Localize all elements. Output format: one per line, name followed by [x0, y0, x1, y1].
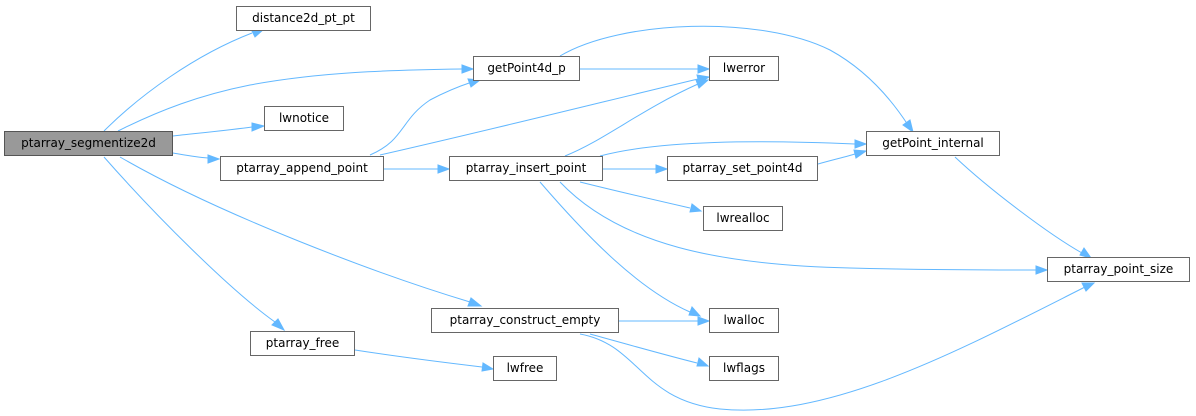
- edge-segmentize2d-append-point: [172, 152, 209, 159]
- edge-arrow: [271, 318, 286, 332]
- edge-arrow: [697, 64, 711, 74]
- node-ptarray-append-point[interactable]: ptarray_append_point: [220, 156, 384, 181]
- node-lwrealloc[interactable]: lwrealloc: [703, 206, 783, 231]
- edge-arrow: [902, 119, 914, 134]
- edge-insert-point-lwalloc: [539, 181, 691, 313]
- edge-arrow: [467, 297, 483, 307]
- edge-arrow: [1035, 265, 1049, 275]
- edge-insert-point-lwrealloc: [579, 181, 691, 209]
- edge-arrow: [461, 64, 475, 74]
- edge-construct-empty-lwflags: [589, 333, 698, 364]
- edge-arrow: [207, 154, 221, 164]
- node-distance2d-pt-pt[interactable]: distance2d_pt_pt: [236, 6, 371, 31]
- node-getpoint4d-p[interactable]: getPoint4d_p: [473, 56, 580, 81]
- node-lwnotice[interactable]: lwnotice: [264, 106, 344, 131]
- edge-insert-point-lwerror: [564, 83, 699, 157]
- edge-segmentize2d-free: [103, 156, 276, 323]
- edge-arrow: [695, 79, 710, 89]
- edge-arrow: [251, 122, 266, 132]
- edge-getpoint-internal-point-size: [954, 156, 1083, 254]
- node-ptarray-point-size[interactable]: ptarray_point_size: [1047, 257, 1190, 282]
- node-ptarray-set-point4d[interactable]: ptarray_set_point4d: [667, 156, 818, 181]
- edge-segmentize2d-getpoint4d: [117, 68, 463, 132]
- node-lwfree[interactable]: lwfree: [493, 356, 557, 381]
- edge-arrow: [688, 306, 702, 317]
- edge-append-point-getpoint4d: [369, 81, 473, 156]
- node-lwerror[interactable]: lwerror: [709, 56, 779, 81]
- node-lwalloc[interactable]: lwalloc: [709, 308, 779, 333]
- edge-arrow: [853, 149, 868, 159]
- edge-construct-empty-point-size: [579, 286, 1086, 411]
- edge-free-lwfree: [354, 349, 483, 368]
- edge-arrow: [689, 203, 703, 213]
- edge-arrow: [437, 164, 451, 174]
- node-getpoint-internal[interactable]: getPoint_internal: [866, 131, 1000, 156]
- edge-arrow: [854, 139, 868, 149]
- edge-arrow: [1081, 282, 1096, 292]
- node-lwflags[interactable]: lwflags: [709, 356, 779, 381]
- edge-insert-point-point-size: [559, 181, 1037, 271]
- node-ptarray-insert-point[interactable]: ptarray_insert_point: [449, 156, 603, 181]
- node-ptarray-free[interactable]: ptarray_free: [250, 331, 355, 356]
- edge-segmentize2d-lwnotice: [172, 126, 253, 137]
- edge-set-point4d-getpoint-internal: [817, 153, 856, 165]
- edge-arrow: [481, 362, 495, 372]
- edge-getpoint4d-getpoint-internal: [559, 25, 909, 126]
- edge-insert-point-getpoint-internal: [599, 141, 856, 157]
- node-ptarray-segmentize2d: ptarray_segmentize2d: [4, 131, 173, 156]
- edge-arrow: [655, 164, 669, 174]
- edge-arrow: [697, 316, 711, 326]
- edge-append-point-lwerror: [379, 78, 699, 156]
- edge-arrow: [1079, 247, 1093, 259]
- edge-arrow: [696, 357, 710, 367]
- node-ptarray-construct-empty[interactable]: ptarray_construct_empty: [431, 308, 619, 333]
- edge-segmentize2d-distance2d: [103, 32, 253, 132]
- edge-segmentize2d-construct-empty: [119, 156, 471, 303]
